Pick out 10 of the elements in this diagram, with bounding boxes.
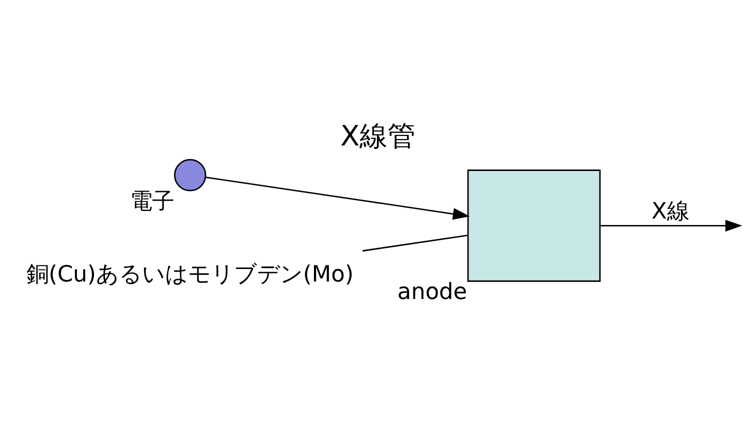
node-label: anode [397, 278, 468, 305]
node-circle [174, 158, 206, 191]
arrow [600, 219, 742, 232]
diagram-title: X線管 [340, 119, 416, 152]
node-box [467, 169, 601, 282]
edge-label: X線 [651, 198, 689, 224]
node-text: 銅(Cu)あるいはモリブデン(Mo) [26, 261, 354, 288]
arrow [206, 176, 470, 220]
node-label: 電子 [130, 188, 174, 214]
connector [362, 234, 468, 252]
